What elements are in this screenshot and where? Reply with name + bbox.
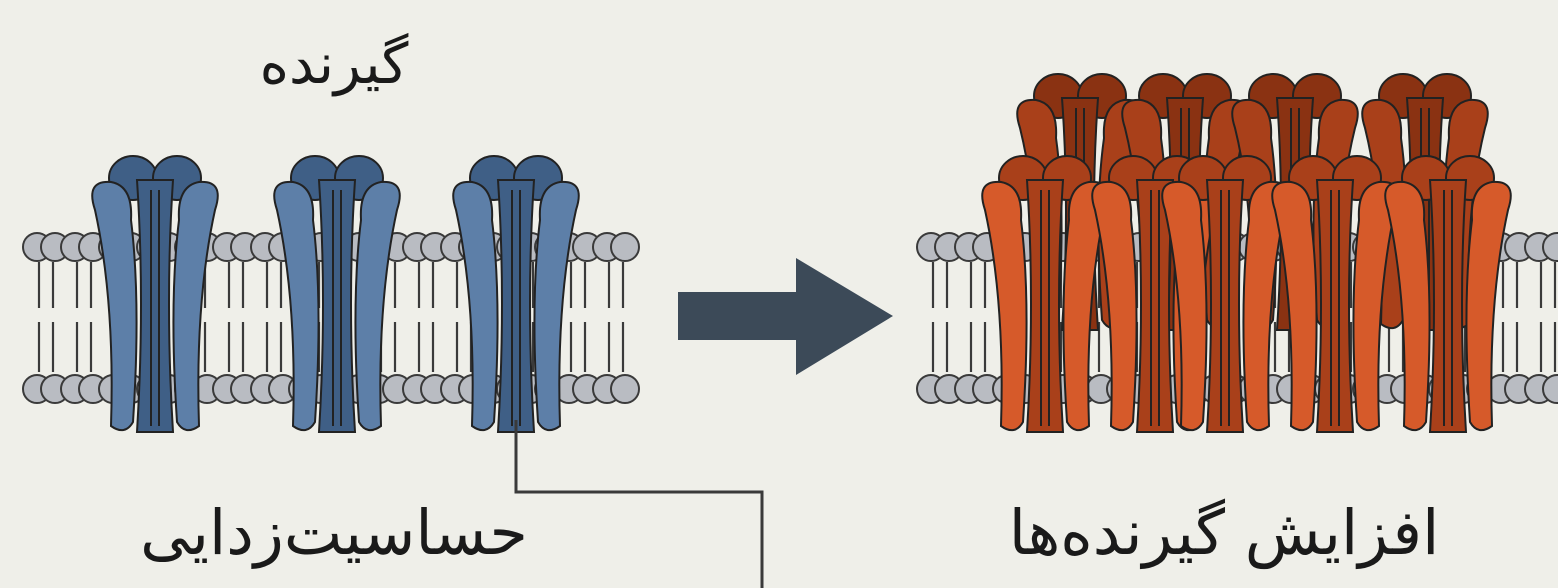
receptor-core: [1027, 180, 1063, 432]
receptor-core: [1317, 180, 1353, 432]
receptor: [1162, 156, 1288, 432]
blue-receptors: [92, 156, 579, 432]
receptor-core: [498, 180, 534, 432]
receptor-core: [319, 180, 355, 432]
lipid-head: [611, 233, 639, 261]
receptor-core: [1207, 180, 1243, 432]
receptor: [982, 156, 1108, 432]
receptor: [92, 156, 218, 432]
receptor: [1385, 156, 1511, 432]
transition-arrow: [678, 258, 893, 375]
receptor-core: [1430, 180, 1466, 432]
receptor-label: گیرنده: [0, 32, 668, 97]
receptor: [453, 156, 579, 432]
receptor-core: [137, 180, 173, 432]
receptor: [274, 156, 400, 432]
receptor: [1272, 156, 1398, 432]
desensitization-label: حساسیت‌زدایی: [0, 496, 668, 569]
receptor-increase-label: افزایش گیرنده‌ها: [890, 496, 1558, 569]
lipid-head: [611, 375, 639, 403]
